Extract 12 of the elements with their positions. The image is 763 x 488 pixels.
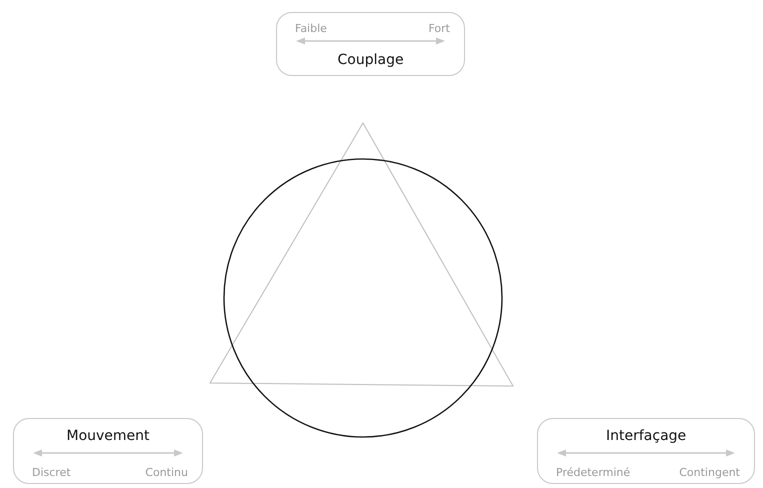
scale-min-label: Discret xyxy=(32,467,71,478)
scale-min-label: Prédeterminé xyxy=(556,467,630,478)
scale-title: Interfaçage xyxy=(606,429,686,443)
scale-card xyxy=(13,418,203,484)
scale-max-label: Contingent xyxy=(679,467,740,478)
scale-max-label: Fort xyxy=(428,23,450,34)
scale-title: Mouvement xyxy=(66,429,150,443)
scale-min-label: Faible xyxy=(295,23,327,34)
scale-card xyxy=(276,12,465,76)
scale-title: Couplage xyxy=(338,53,404,67)
scale-max-label: Continu xyxy=(145,467,188,478)
scale-card xyxy=(537,418,755,484)
